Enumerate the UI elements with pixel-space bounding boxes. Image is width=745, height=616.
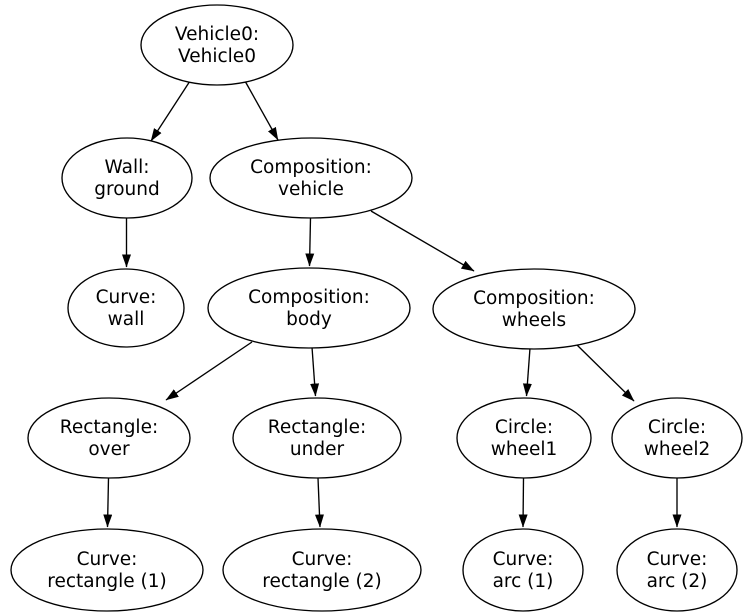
node-curve-rectangle-1-label-line1: Curve:	[77, 549, 138, 570]
node-wall-ground-shape	[61, 137, 193, 219]
node-composition-body: Composition: body	[207, 267, 411, 349]
node-composition-body-label-line1: Composition:	[248, 287, 370, 308]
node-composition-body-shape	[207, 267, 411, 349]
edge-composition-body-to-rectangle-under	[310, 346, 320, 397]
node-curve-wall-label-line2: wall	[108, 309, 145, 330]
edge-composition-vehicle-to-composition-wheels	[370, 210, 475, 272]
edge-layer	[103, 80, 682, 528]
node-curve-arc-2-label-line1: Curve:	[647, 549, 708, 570]
node-curve-rectangle-1: Curve: rectangle (1)	[10, 528, 204, 612]
edge-vehicle0-to-composition-vehicle	[244, 80, 279, 141]
node-rectangle-under: Rectangle: under	[232, 397, 402, 479]
node-vehicle0-label-line2: Vehicle0	[178, 46, 256, 67]
node-rectangle-over-label-line2: over	[88, 439, 130, 460]
edge-rectangle-over-to-curve-rectangle-1	[103, 477, 113, 528]
node-composition-body-label-line2: body	[286, 309, 332, 330]
node-circle-wheel1-label-line2: wheel1	[491, 439, 558, 460]
node-curve-arc-2-shape	[616, 528, 738, 612]
node-wall-ground: Wall: ground	[61, 137, 193, 219]
node-composition-vehicle-label-line2: vehicle	[278, 179, 344, 200]
node-rectangle-under-label-line1: Rectangle:	[268, 417, 366, 438]
node-curve-rectangle-2-label-line2: rectangle (2)	[262, 571, 381, 592]
node-layer: Vehicle0: Vehicle0 Wall: ground Composit…	[10, 4, 743, 612]
node-composition-vehicle: Composition: vehicle	[209, 137, 413, 219]
node-curve-arc-1-label-line1: Curve:	[493, 549, 554, 570]
node-curve-arc-1-shape	[462, 528, 584, 612]
node-composition-wheels-shape	[432, 268, 636, 350]
node-rectangle-under-label-line2: under	[290, 439, 345, 460]
edge-vehicle0-to-wall-ground	[150, 80, 191, 142]
node-circle-wheel2-shape	[611, 397, 743, 479]
node-rectangle-over: Rectangle: over	[27, 397, 191, 479]
node-vehicle0-label-line1: Vehicle0:	[175, 24, 259, 45]
node-curve-wall: Curve: wall	[67, 268, 185, 348]
node-circle-wheel1: Circle: wheel1	[456, 397, 592, 479]
node-circle-wheel2: Circle: wheel2	[611, 397, 743, 479]
node-circle-wheel1-shape	[456, 397, 592, 479]
node-curve-arc-1-label-line2: arc (1)	[493, 571, 554, 592]
node-curve-rectangle-1-label-line2: rectangle (1)	[47, 571, 166, 592]
edge-circle-wheel1-to-curve-arc-1	[518, 477, 528, 528]
node-curve-rectangle-1-shape	[10, 528, 204, 612]
node-circle-wheel2-label-line2: wheel2	[644, 439, 711, 460]
node-composition-vehicle-shape	[209, 137, 413, 219]
node-curve-wall-shape	[67, 268, 185, 348]
node-curve-rectangle-2-label-line1: Curve:	[292, 549, 353, 570]
node-circle-wheel2-label-line1: Circle:	[648, 417, 706, 438]
node-curve-wall-label-line1: Curve:	[96, 287, 157, 308]
node-curve-arc-1: Curve: arc (1)	[462, 528, 584, 612]
node-curve-rectangle-2-shape	[222, 528, 422, 612]
node-wall-ground-label-line1: Wall:	[105, 157, 150, 178]
edge-composition-vehicle-to-composition-body	[305, 217, 315, 267]
node-vehicle0: Vehicle0: Vehicle0	[140, 4, 294, 86]
node-rectangle-over-shape	[27, 397, 191, 479]
edge-composition-wheels-to-circle-wheel1	[522, 347, 532, 397]
node-curve-arc-2-label-line2: arc (2)	[647, 571, 708, 592]
node-composition-wheels: Composition: wheels	[432, 268, 636, 350]
node-rectangle-over-label-line1: Rectangle:	[60, 417, 158, 438]
node-composition-wheels-label-line1: Composition:	[473, 288, 595, 309]
node-vehicle0-shape	[140, 4, 294, 86]
node-curve-arc-2: Curve: arc (2)	[616, 528, 738, 612]
node-curve-rectangle-2: Curve: rectangle (2)	[222, 528, 422, 612]
node-composition-vehicle-label-line1: Composition:	[250, 157, 372, 178]
node-wall-ground-label-line2: ground	[94, 179, 159, 200]
node-circle-wheel1-label-line1: Circle:	[495, 417, 553, 438]
node-rectangle-under-shape	[232, 397, 402, 479]
edge-rectangle-under-to-curve-rectangle-2	[314, 477, 324, 528]
edge-composition-body-to-rectangle-over	[165, 341, 253, 401]
edge-composition-wheels-to-circle-wheel2	[575, 343, 635, 402]
node-composition-wheels-label-line2: wheels	[502, 310, 566, 331]
